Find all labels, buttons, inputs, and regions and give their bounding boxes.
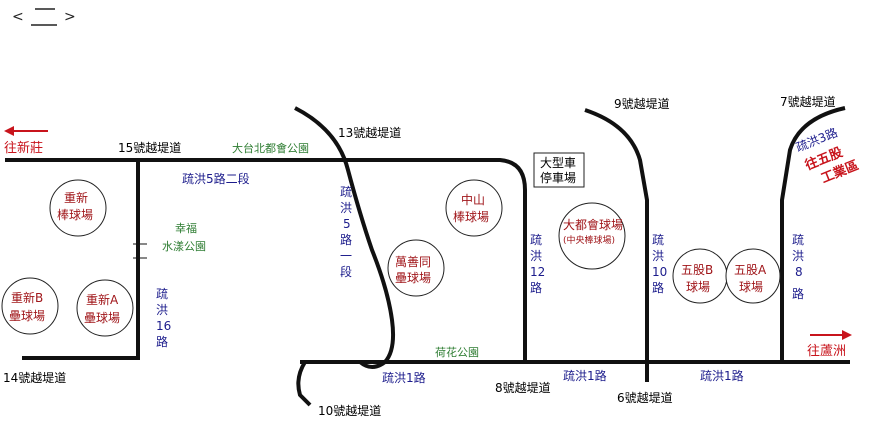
parking-box: 大型車 停車場 — [533, 152, 585, 188]
road-shuhong8 — [780, 106, 846, 362]
svg-text:(中央棒球場): (中央棒球場) — [563, 234, 615, 246]
svg-text:洪: 洪 — [530, 249, 542, 263]
svg-text:一: 一 — [340, 249, 352, 263]
svg-text:中山: 中山 — [461, 192, 485, 207]
svg-text:重新A: 重新A — [86, 292, 119, 307]
svg-text:疏: 疏 — [156, 286, 168, 301]
svg-text:大都會球場: 大都會球場 — [563, 218, 623, 232]
label-embankment-10: 10號越堤道 — [318, 404, 381, 418]
svg-text:12: 12 — [530, 265, 545, 279]
svg-text:路: 路 — [792, 286, 804, 301]
label-embankment-9: 9號越堤道 — [614, 97, 670, 111]
label-metropolitan-park: 大台北都會公園 — [232, 141, 309, 155]
svg-text:萬善同: 萬善同 — [395, 254, 431, 269]
label-shuhong8: 疏 洪 8 路 — [792, 232, 804, 301]
svg-text:洪: 洪 — [652, 249, 664, 263]
label-shuhong1-b: 疏洪1路 — [563, 368, 607, 383]
label-embankment-8: 8號越堤道 — [495, 381, 551, 395]
svg-text:段: 段 — [340, 264, 352, 279]
svg-text:路: 路 — [156, 334, 168, 349]
svg-text:16: 16 — [156, 319, 171, 333]
svg-text:洪: 洪 — [156, 303, 168, 317]
venue-wugu-b[interactable]: 五股B 球場 — [672, 248, 728, 304]
label-shuhong12: 疏 洪 12 路 — [530, 232, 545, 295]
svg-text:洪: 洪 — [792, 249, 804, 263]
arrow-west-icon — [4, 126, 48, 136]
minus-plus-icon[interactable] — [31, 8, 57, 26]
svg-text:疏: 疏 — [652, 232, 664, 247]
label-embankment-13: 13號越堤道 — [338, 126, 401, 140]
prev-button[interactable]: < — [12, 9, 24, 25]
venue-chongxin-a[interactable]: 重新A 壘球場 — [76, 279, 134, 337]
label-shuhong5-2: 疏洪5路二段 — [182, 171, 250, 186]
label-shuhong1-c: 疏洪1路 — [700, 368, 744, 383]
venue-chongxin-b[interactable]: 重新B 壘球場 — [1, 277, 59, 335]
next-button[interactable]: > — [64, 9, 76, 25]
label-to-luzhou: 往蘆洲 — [807, 344, 846, 359]
svg-text:路: 路 — [652, 280, 664, 295]
label-embankment-15: 15號越堤道 — [118, 141, 181, 155]
svg-text:五股A: 五股A — [734, 263, 767, 277]
svg-text:重新: 重新 — [64, 190, 88, 205]
label-embankment-6: 6號越堤道 — [617, 391, 673, 405]
svg-text:棒球場: 棒球場 — [57, 208, 93, 222]
venue-dadouhui[interactable]: 大都會球場 (中央棒球場) — [558, 202, 626, 270]
svg-text:路: 路 — [340, 232, 352, 247]
venue-chongxin[interactable]: 重新 棒球場 — [49, 179, 107, 237]
label-lotus-park: 荷花公園 — [435, 346, 479, 359]
svg-text:壘球場: 壘球場 — [84, 311, 120, 325]
svg-text:5: 5 — [343, 217, 351, 231]
svg-text:棒球場: 棒球場 — [453, 210, 489, 224]
svg-text:疏: 疏 — [530, 232, 542, 247]
label-xingfu-park-2: 水漾公園 — [162, 239, 206, 253]
label-embankment-7: 7號越堤道 — [780, 95, 836, 109]
road-shuhong5-section1 — [294, 106, 396, 369]
label-shuhong5-1: 疏 洪 5 路 一 段 — [340, 184, 352, 279]
label-embankment-14: 14號越堤道 — [3, 371, 66, 385]
label-xingfu-park-1: 幸福 — [175, 221, 197, 235]
svg-text:球場: 球場 — [739, 280, 763, 294]
arrow-east-icon — [810, 330, 852, 340]
svg-text:8: 8 — [795, 265, 803, 279]
venue-zhongshan[interactable]: 中山 棒球場 — [445, 179, 503, 237]
label-to-xinzhuang: 往新莊 — [4, 140, 43, 156]
svg-text:10: 10 — [652, 265, 667, 279]
road-shuhong10 — [584, 108, 649, 382]
svg-text:壘球場: 壘球場 — [9, 309, 45, 323]
svg-text:疏: 疏 — [340, 184, 352, 199]
svg-text:停車場: 停車場 — [540, 170, 576, 185]
venue-wugu-a[interactable]: 五股A 球場 — [725, 248, 781, 304]
svg-text:路: 路 — [530, 280, 542, 295]
svg-text:重新B: 重新B — [11, 290, 43, 305]
road-e10-curve — [296, 360, 312, 407]
svg-text:球場: 球場 — [686, 280, 710, 294]
svg-text:大型車: 大型車 — [540, 156, 576, 170]
svg-text:疏: 疏 — [792, 232, 804, 247]
svg-text:五股B: 五股B — [681, 263, 713, 277]
label-shuhong10: 疏 洪 10 路 — [652, 232, 667, 295]
road-north-main — [5, 158, 527, 362]
svg-text:洪: 洪 — [340, 201, 352, 215]
venue-wanshantong[interactable]: 萬善同 壘球場 — [387, 239, 445, 297]
label-shuhong1-a: 疏洪1路 — [382, 370, 426, 385]
svg-text:壘球場: 壘球場 — [395, 271, 431, 285]
label-shuhong16: 疏 洪 16 路 — [156, 286, 171, 349]
